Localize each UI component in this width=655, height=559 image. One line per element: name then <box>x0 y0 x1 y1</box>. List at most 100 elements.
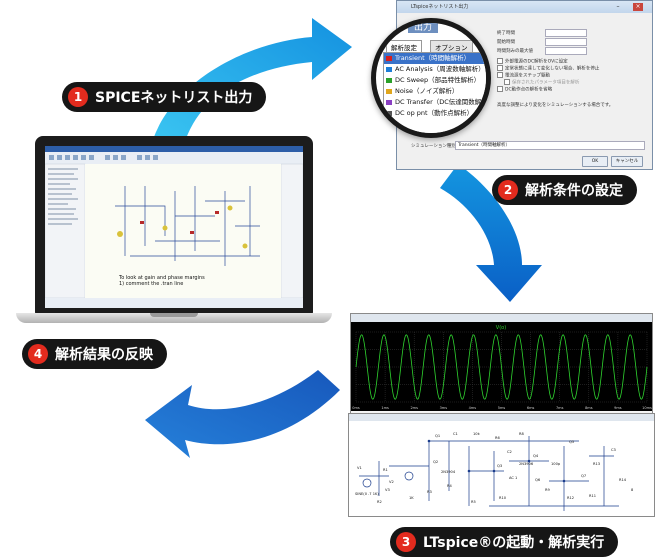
x-tick-label: 4ms <box>469 406 477 410</box>
dialog-section-title: 出力 <box>408 23 439 33</box>
schematic-label: R14 <box>619 478 627 482</box>
analysis-label: Transient（時間軸解析） <box>395 54 471 62</box>
schematic-label: R2 <box>377 500 382 504</box>
schematic-label: C2 <box>507 450 512 454</box>
analysis-label: DC op pnt（動作点解析） <box>395 109 474 117</box>
field-label-end-time: 終了時間 <box>497 31 515 36</box>
comment-line-1: To look at gain and phase margins <box>119 275 205 281</box>
laptop-notch <box>150 313 198 317</box>
step-4-pill: 4 解析結果の反映 <box>22 339 167 369</box>
schematic-label: V1 <box>357 466 362 470</box>
max-step-field[interactable] <box>545 47 587 55</box>
x-tick-label: 8ms <box>585 406 593 410</box>
analysis-label: DC Sweep（部品特性解析） <box>395 76 481 84</box>
schematic-label: R8 <box>519 432 524 436</box>
schematic-label: 2N3904 <box>441 470 456 474</box>
schematic-label: R13 <box>593 462 600 466</box>
analysis-list: Transient（時間軸解析） AC Analysis（周波数軸解析） DC … <box>383 52 486 133</box>
magnifier-lens: 出力 解析設定 オプション Transient（時間軸解析） AC Analys… <box>371 18 491 138</box>
list-item-dc-transfer[interactable]: DC Transfer（DC伝達関数解析） <box>384 97 486 108</box>
schematic-label: 2N3906 <box>519 462 534 466</box>
analysis-swatch <box>386 67 392 72</box>
schematic-label: 10k <box>473 432 481 436</box>
sim-type-label: シミュレーション種別 <box>411 144 456 149</box>
schematic-label: C1 <box>453 432 458 436</box>
schematic-label: R3 <box>427 490 432 494</box>
laptop-screen <box>45 146 303 308</box>
schematic-label: Q7 <box>581 474 586 478</box>
schematic-label: Q6 <box>535 478 541 482</box>
schematic-label: Q1 <box>435 434 440 438</box>
minimize-icon[interactable]: – <box>616 3 620 10</box>
analysis-swatch <box>386 111 392 116</box>
x-tick-label: 3ms <box>440 406 448 410</box>
x-tick-label: 6ms <box>527 406 535 410</box>
cad-screenshot <box>45 146 303 308</box>
checkbox[interactable] <box>504 79 510 85</box>
schematic-label: R12 <box>567 496 574 500</box>
schematic-label: R10 <box>499 496 507 500</box>
cancel-button[interactable]: キャンセル <box>611 156 643 167</box>
list-item-transient[interactable]: Transient（時間軸解析） <box>384 53 486 64</box>
option-5[interactable]: DC動作点の解析を省略 <box>497 86 552 93</box>
x-tick-label: 7ms <box>556 406 564 410</box>
step-number-badge: 4 <box>28 344 48 364</box>
analysis-swatch <box>386 78 392 83</box>
schematic-label: R5 <box>471 500 476 504</box>
schematic-label: V2 <box>389 480 394 484</box>
analysis-swatch <box>386 100 392 105</box>
x-tick-label: 1ms <box>381 406 389 410</box>
option-label: DC動作点の解析を省略 <box>505 87 553 93</box>
checkbox[interactable] <box>497 86 503 92</box>
list-item-dc-sweep[interactable]: DC Sweep（部品特性解析） <box>384 75 486 86</box>
schematic-label: 1K <box>409 496 414 500</box>
option-1[interactable]: 外部電源のDC解析をOVに設定 <box>497 58 568 65</box>
step-label: 解析結果の反映 <box>55 347 153 363</box>
analysis-swatch <box>386 56 392 61</box>
analysis-swatch <box>386 89 392 94</box>
option-4[interactable]: 保存されたパラメータ項目を解析 <box>504 79 579 86</box>
option-label: 保存されたパラメータ項目を解析 <box>512 80 580 86</box>
checkbox[interactable] <box>497 65 503 71</box>
x-tick-label: 0ms <box>352 406 360 410</box>
analysis-label: DC Transfer（DC伝達関数解析） <box>395 98 491 106</box>
end-time-field[interactable] <box>545 29 587 37</box>
checkbox[interactable] <box>497 58 503 64</box>
step-1-pill: 1 SPICEネットリスト出力 <box>62 82 267 112</box>
sim-type-select[interactable]: Transient（時間軸解析） <box>455 141 645 150</box>
option-label: 外部電源のDC解析をOVに設定 <box>505 59 568 65</box>
option-label: 定常状態に達して変化しない場合、解析を停止 <box>505 66 600 72</box>
step-label: SPICEネットリスト出力 <box>95 90 253 106</box>
schematic-label: C3 <box>611 448 616 452</box>
step-2-pill: 2 解析条件の設定 <box>492 175 637 205</box>
step-label: 解析条件の設定 <box>525 183 623 199</box>
close-icon[interactable]: × <box>633 3 643 11</box>
checkbox[interactable] <box>497 72 503 78</box>
ok-button[interactable]: OK <box>582 156 608 167</box>
step-number-badge: 2 <box>498 180 518 200</box>
option-3[interactable]: 電流源をステップ駆動 <box>497 72 550 79</box>
comment-line-2: 1) comment the .tran line <box>119 281 184 287</box>
list-item-dc-op[interactable]: DC op pnt（動作点解析） <box>384 108 486 119</box>
step-number-badge: 1 <box>68 87 88 107</box>
schematic-label: SINE(0 .7 1K) <box>355 492 379 496</box>
schematic-label: R1 <box>383 468 388 472</box>
schematic-label: Q5 <box>569 440 574 444</box>
schematic-label: Q2 <box>433 460 438 464</box>
x-tick-label: 10ms <box>642 406 652 410</box>
trace-label: V(o) <box>496 325 506 331</box>
step-label: LTspice®の起動・解析実行 <box>423 535 605 551</box>
schematic-label: 100p <box>551 462 561 466</box>
list-item-ac[interactable]: AC Analysis（周波数軸解析） <box>384 64 486 75</box>
dialog-note: 高度な調整により変化をシミュレーションする場合です。 <box>497 103 614 108</box>
option-2[interactable]: 定常状態に達して変化しない場合、解析を停止 <box>497 65 599 72</box>
list-item-noise[interactable]: Noise（ノイズ解析） <box>384 86 486 97</box>
schematic-label: 8 <box>631 488 634 492</box>
option-label: 電流源をステップ駆動 <box>505 73 550 79</box>
start-time-field[interactable] <box>545 38 587 46</box>
laptop-comment: To look at gain and phase margins 1) com… <box>119 275 205 287</box>
